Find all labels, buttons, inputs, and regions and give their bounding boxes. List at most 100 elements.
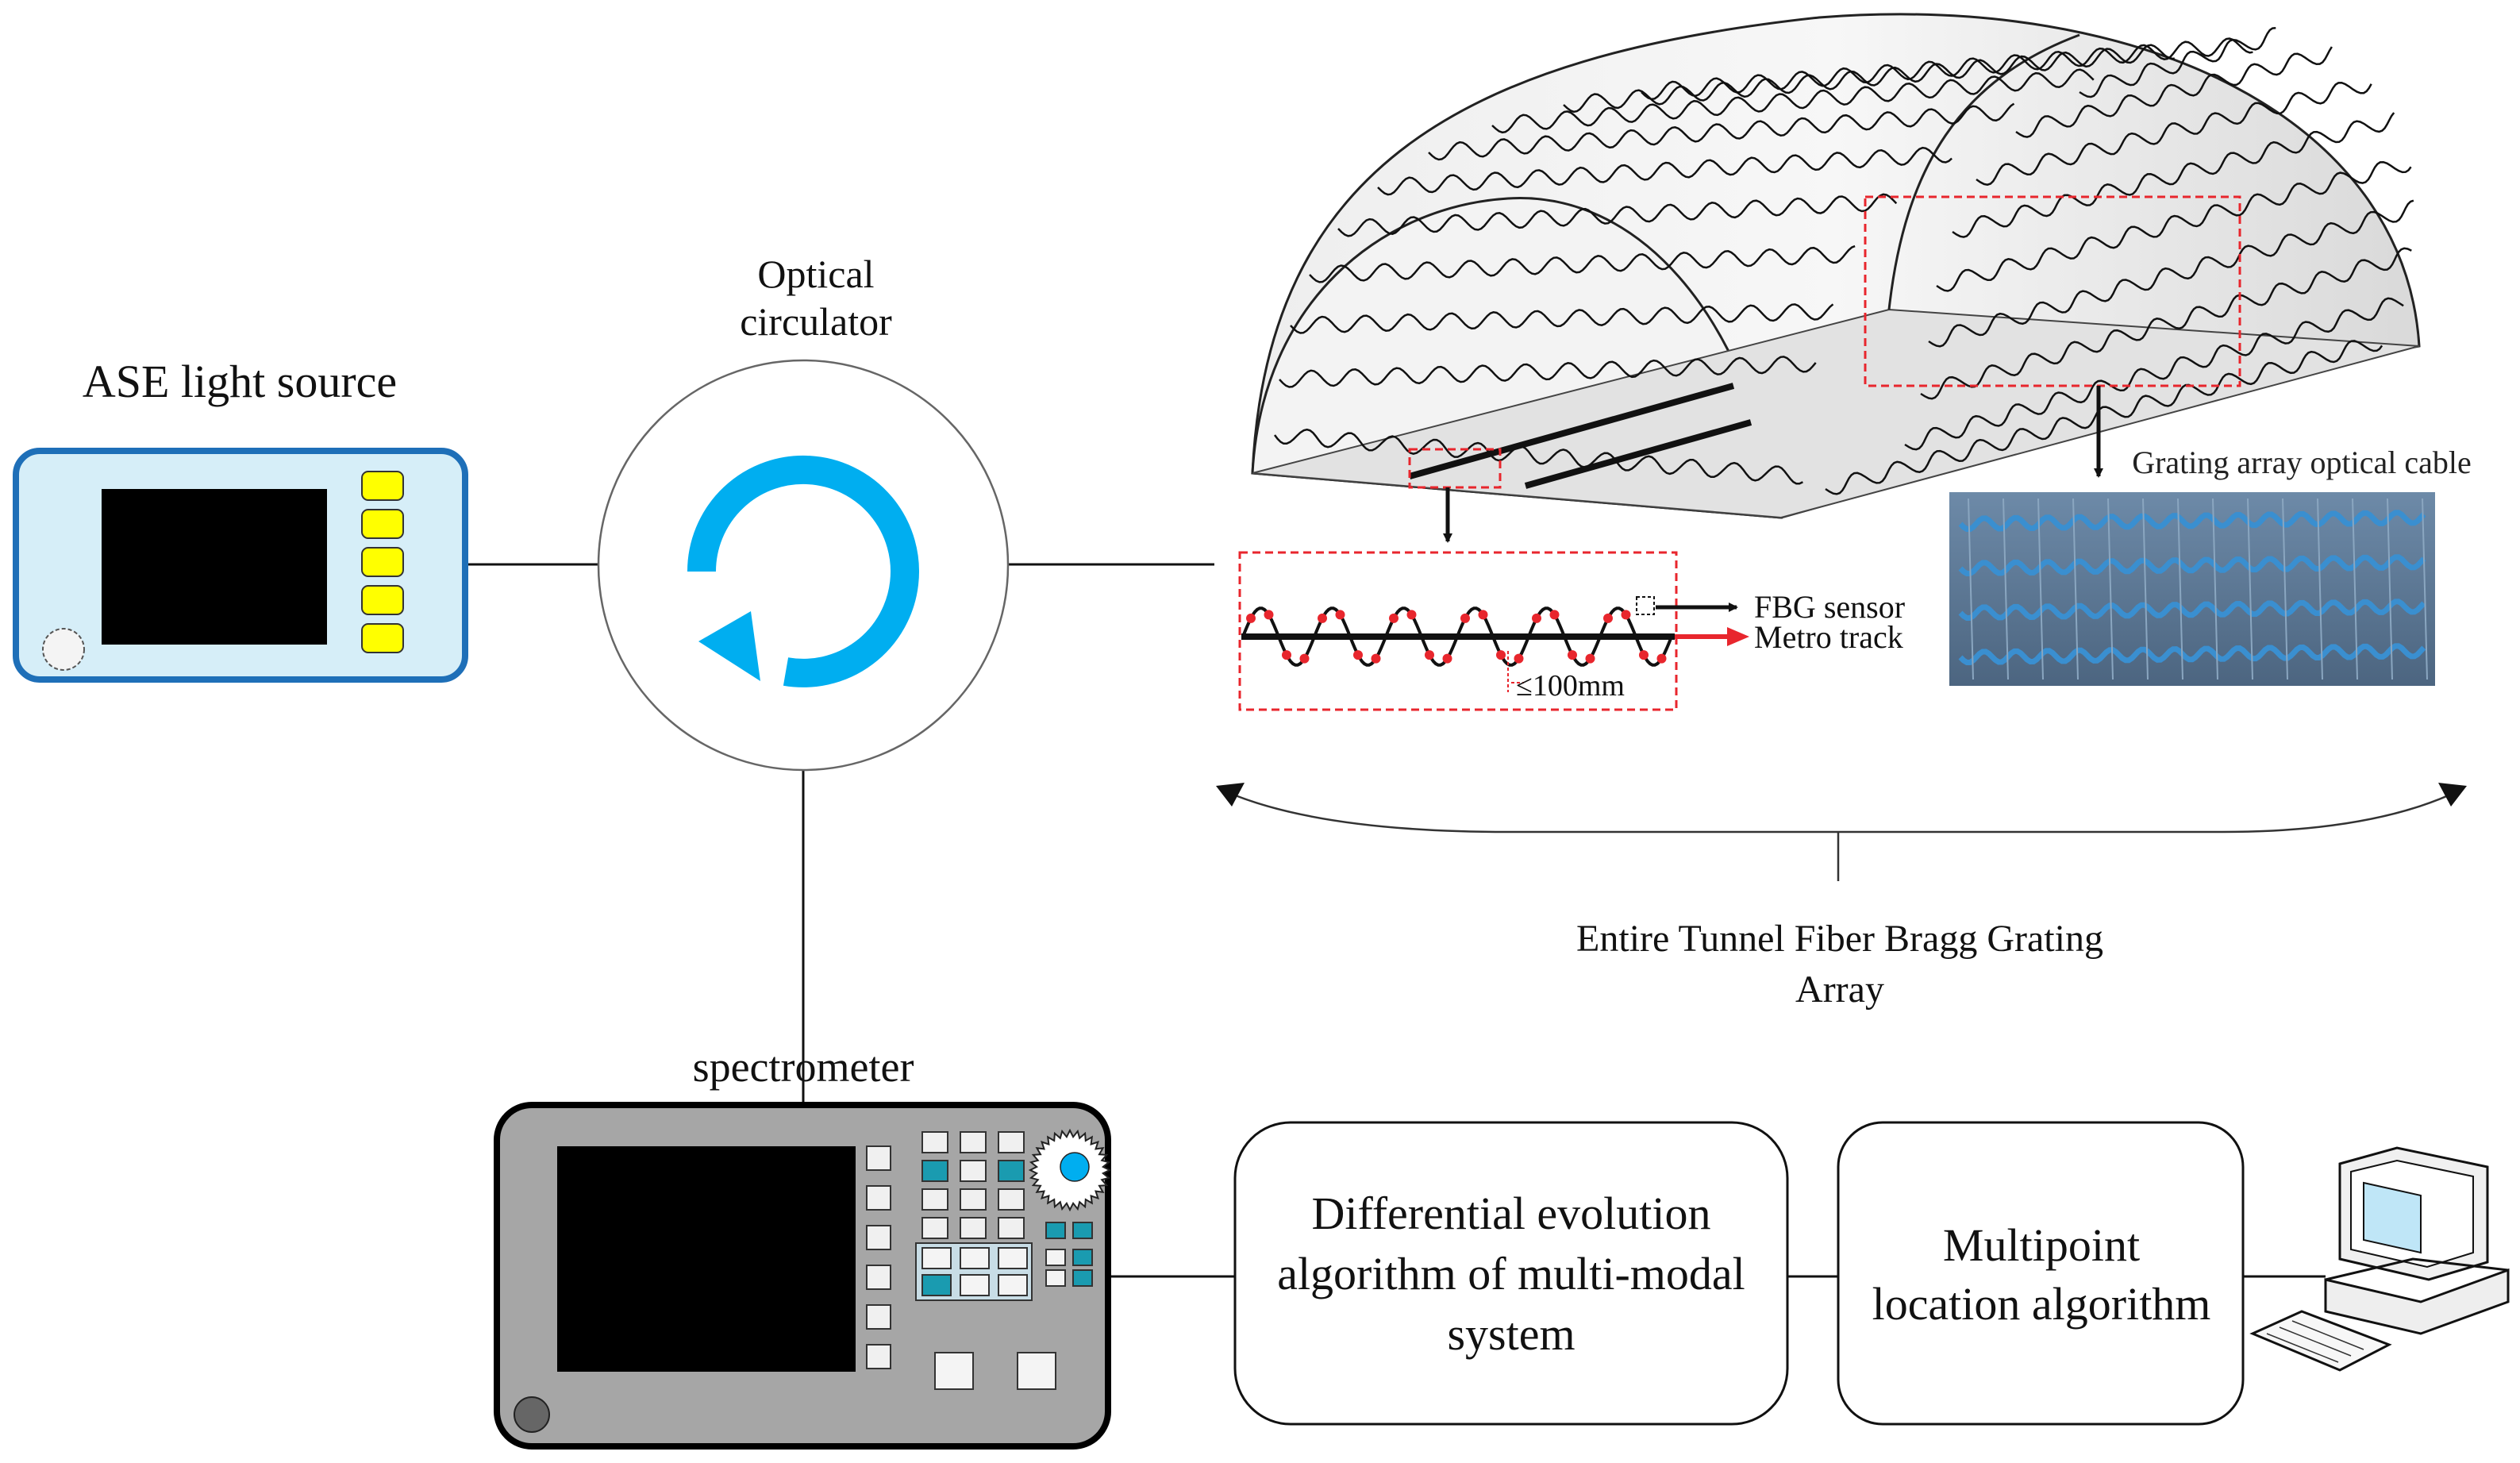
key[interactable] (1072, 1249, 1093, 1266)
photo-grid-line (2247, 498, 2253, 680)
ase-button[interactable] (361, 471, 404, 501)
side-key[interactable] (866, 1225, 891, 1250)
spectrometer-label: spectrometer (693, 1043, 914, 1091)
fbg-sensor-dot (1639, 650, 1649, 660)
spectrometer-keypad (915, 1131, 1093, 1390)
side-key[interactable] (866, 1265, 891, 1290)
fbg-sensor-dot (1299, 653, 1310, 664)
side-key[interactable] (866, 1304, 891, 1330)
fbg-sensor-dot (1282, 650, 1291, 660)
de-label-line1: Differential evolution (1311, 1188, 1710, 1239)
key[interactable] (998, 1247, 1028, 1269)
spacing-marker (1507, 651, 1524, 692)
fiber-wave (1428, 102, 2015, 161)
ase-knob-icon[interactable] (42, 628, 85, 671)
power-button[interactable] (514, 1396, 550, 1433)
key[interactable] (1045, 1269, 1066, 1287)
ase-label: ASE light source (83, 356, 397, 407)
gear-knob-icon[interactable] (1028, 1128, 1112, 1212)
key[interactable] (998, 1274, 1028, 1296)
circulator-label-line1: Optical (757, 252, 874, 296)
fbg-sensor-dot (1496, 650, 1506, 660)
tunnel-range-indicator: Entire Tunnel Fiber Bragg Grating Array (1216, 783, 2467, 1011)
side-key[interactable] (866, 1344, 891, 1369)
tunnel-label-line1: Entire Tunnel Fiber Bragg Grating (1576, 918, 2103, 960)
ase-button[interactable] (361, 585, 404, 615)
fbg-sensor-dot (1514, 653, 1524, 664)
spectrometer-screen (557, 1146, 856, 1372)
key[interactable] (921, 1217, 948, 1239)
key[interactable] (1045, 1222, 1066, 1239)
highlight-box-small (1408, 448, 1502, 489)
big-key[interactable] (934, 1352, 974, 1390)
key[interactable] (998, 1160, 1025, 1182)
fiber-wave (1290, 303, 1834, 334)
big-key[interactable] (1017, 1352, 1056, 1390)
spacing-label: ≤100mm (1516, 669, 1625, 703)
optical-circulator: Optical circulator (597, 252, 1010, 772)
side-key[interactable] (866, 1145, 891, 1171)
photo-grid-line (2142, 498, 2149, 680)
fbg-sensor-dot (1478, 610, 1488, 620)
key[interactable] (960, 1188, 987, 1211)
key[interactable] (960, 1131, 987, 1153)
cable-strand (1958, 510, 2426, 532)
connection-lines (467, 563, 2326, 1278)
de-algorithm-box: Differential evolution algorithm of mult… (1233, 1121, 1789, 1426)
multipoint-algorithm-box: Multipoint location algorithm (1837, 1121, 2245, 1426)
fbg-sensor-dot (1532, 613, 1541, 623)
key[interactable] (1072, 1269, 1093, 1287)
circulator-label-line2: circulator (740, 299, 892, 344)
fbg-sensor-dot (1621, 610, 1631, 620)
key[interactable] (921, 1188, 948, 1211)
mp-label-line2: location algorithm (1872, 1278, 2211, 1330)
photo-grid-line (2177, 498, 2183, 680)
key[interactable] (998, 1188, 1025, 1211)
fbg-sensor-dot (1603, 613, 1613, 623)
key[interactable] (960, 1247, 990, 1269)
sensor-wave (1241, 606, 1673, 667)
mp-label-line1: Multipoint (1943, 1219, 2140, 1271)
fbg-sensor-dot (1335, 610, 1345, 620)
key[interactable] (960, 1217, 987, 1239)
side-key[interactable] (866, 1185, 891, 1211)
key[interactable] (1045, 1249, 1066, 1266)
fbg-sensor-dot (1318, 613, 1327, 623)
fiber-wave (1279, 356, 1817, 388)
ase-button[interactable] (361, 547, 404, 577)
fiber-wave (1337, 193, 1898, 237)
key[interactable] (921, 1131, 948, 1153)
photo-grid-line (2387, 498, 2393, 680)
key[interactable] (998, 1217, 1025, 1239)
de-label-line2: algorithm of multi-modal (1277, 1248, 1745, 1299)
ase-button[interactable] (361, 509, 404, 539)
key[interactable] (921, 1247, 952, 1269)
key[interactable] (960, 1160, 987, 1182)
fbg-sensor-dot (1264, 610, 1274, 620)
photo-grid-line (2282, 498, 2288, 680)
fiber-wave (1641, 37, 2253, 101)
fbg-sensor-wave (1241, 606, 1673, 667)
ase-screen (102, 489, 327, 645)
ase-button[interactable] (361, 623, 404, 653)
fbg-sensor-dot (1549, 610, 1560, 620)
desktop-computer-icon (2249, 1146, 2510, 1372)
tunnel-floor (1252, 308, 2420, 519)
ase-light-source: ASE light source (13, 356, 468, 683)
metro-rail (1408, 383, 1735, 479)
photo-grid-line (2107, 498, 2114, 680)
key[interactable] (1072, 1222, 1093, 1239)
key[interactable] (998, 1131, 1025, 1153)
fbg-detail: FBG sensor Metro track ≤100mm (1238, 551, 1905, 711)
fbg-sensor-dot (1389, 613, 1399, 623)
photo-grid-line (2352, 498, 2358, 680)
grating-cable-photo: Grating array optical cable (1949, 445, 2472, 686)
key[interactable] (921, 1160, 948, 1182)
cable-strand (1958, 643, 2426, 665)
key[interactable] (921, 1274, 952, 1296)
ase-buttons (361, 471, 404, 653)
metro-track-label: Metro track (1754, 619, 1903, 655)
key[interactable] (960, 1274, 990, 1296)
fiber-wave (1825, 340, 2383, 495)
